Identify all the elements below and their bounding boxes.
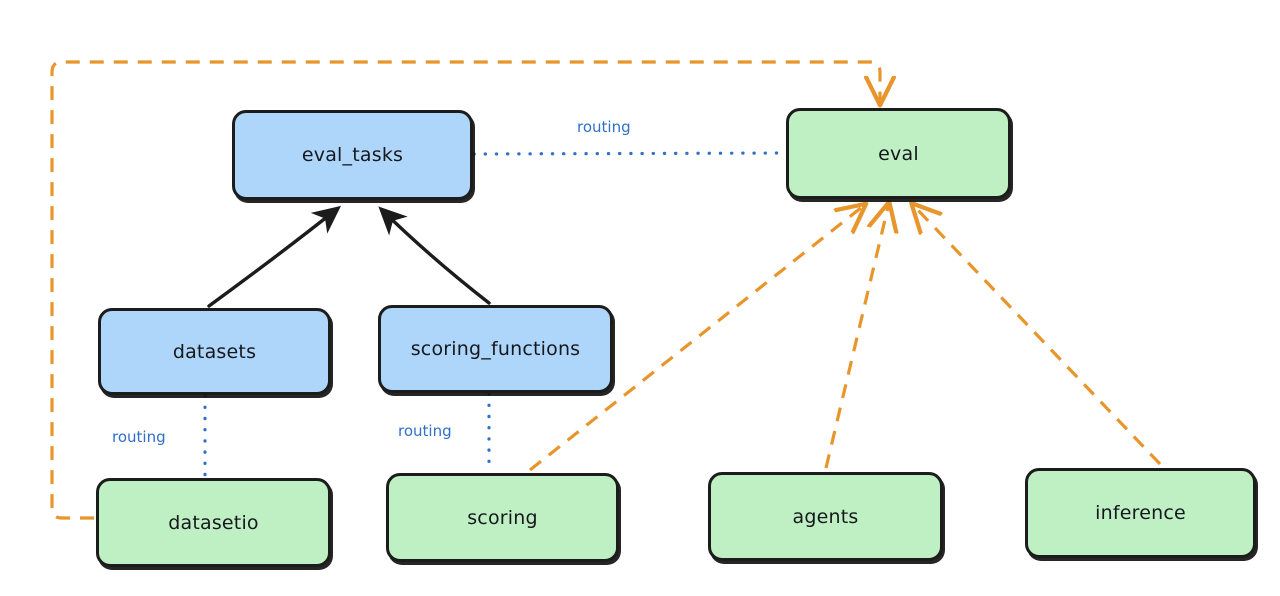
node-datasets[interactable]: datasets — [98, 308, 331, 395]
node-eval-tasks[interactable]: eval_tasks — [232, 110, 473, 200]
edge-label-routing-datasets-datasetio: routing — [112, 428, 166, 446]
node-label: eval_tasks — [301, 144, 404, 166]
edge-label-routing-scoring-functions-scoring: routing — [398, 422, 452, 440]
node-label: inference — [1095, 502, 1186, 524]
edge-label-routing-eval-tasks-eval: routing — [577, 118, 631, 136]
node-agents[interactable]: agents — [708, 472, 943, 561]
node-eval[interactable]: eval — [786, 108, 1011, 199]
node-inference[interactable]: inference — [1025, 468, 1256, 558]
node-scoring-functions[interactable]: scoring_functions — [378, 305, 613, 393]
node-datasetio[interactable]: datasetio — [96, 478, 331, 567]
edge-eval-tasks-to-eval — [472, 151, 785, 156]
node-label: datasets — [172, 340, 257, 363]
node-label: datasetio — [168, 511, 259, 534]
edge-datasetio-to-eval — [50, 60, 880, 520]
node-label: scoring_functions — [410, 338, 581, 360]
node-scoring[interactable]: scoring — [386, 473, 619, 562]
node-label: eval — [878, 142, 919, 165]
node-label: scoring — [467, 506, 538, 529]
edge-inference-to-eval — [915, 207, 1162, 466]
edge-datasets-to-eval-tasks — [207, 205, 341, 308]
node-label: agents — [792, 505, 859, 528]
edge-scoring-functions-to-eval-tasks — [378, 206, 491, 305]
edge-agents-to-eval — [824, 207, 888, 469]
